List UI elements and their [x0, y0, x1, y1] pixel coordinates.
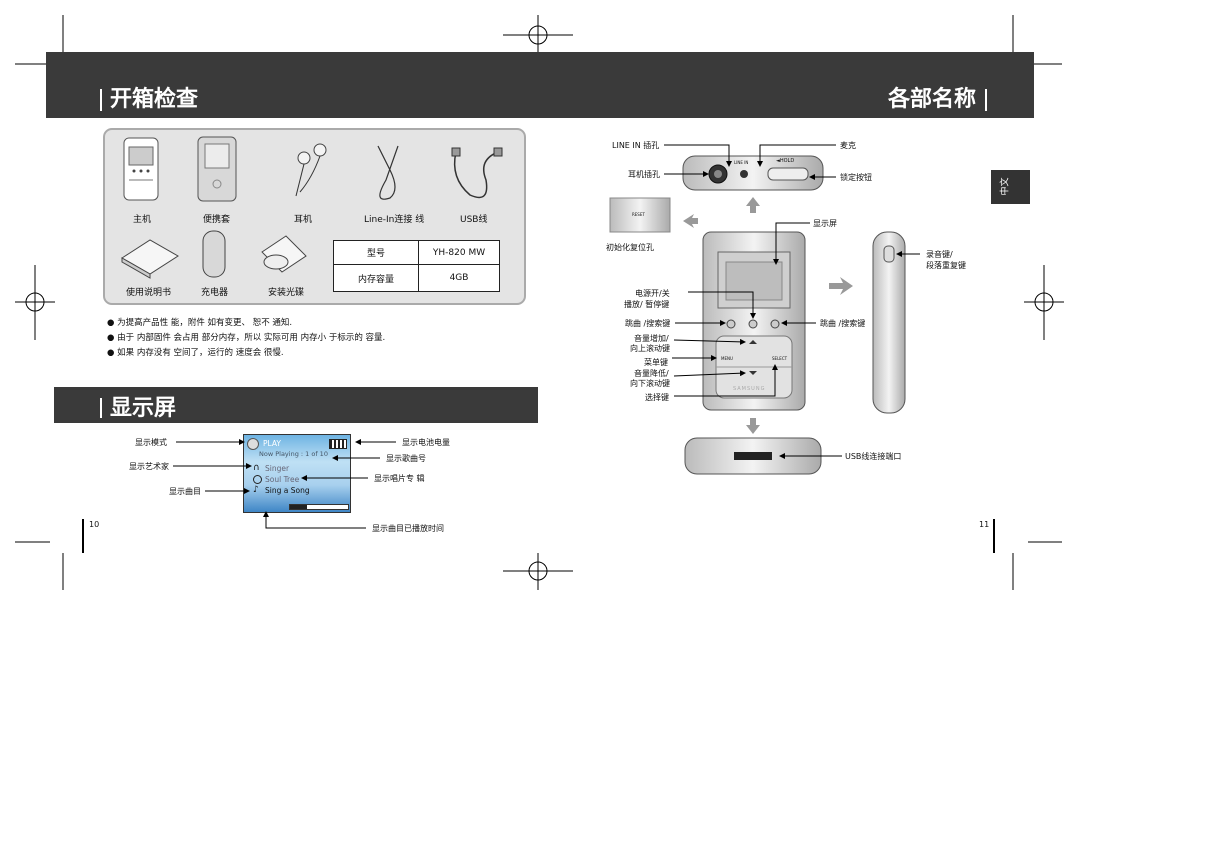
label-menu: 菜单键 [644, 358, 668, 367]
table-row: 型号 YH-820 MW [333, 240, 500, 265]
spec-key: 内存容量 [333, 264, 419, 292]
hold-switch-text: ◄HOLD [776, 158, 795, 164]
note-text: 如果 内存没有 空间了，运行的 速度会 很慢. [117, 348, 284, 358]
brand-logo: SAMSUNG [733, 386, 766, 392]
note-item: ● 如果 内存没有 空间了，运行的 速度会 很慢. [107, 348, 284, 358]
item-label-case: 便携套 [203, 215, 231, 225]
label-select: 选择键 [645, 393, 669, 402]
label-usb-port: USB线连接端口 [845, 452, 902, 461]
display-title-bar [100, 398, 102, 418]
label-play-pause: 播放/ 暂停键 [624, 300, 670, 309]
progress-bar [289, 504, 349, 510]
callout-elapsed: 显示曲目已播放时间 [372, 524, 444, 533]
note-text: 由于 内部固件 会占用 部分内存，所以 实际可用 内存小 于标示的 容量. [117, 333, 386, 343]
label-scroll-down: 向下滚动键 [630, 379, 670, 388]
note-icon: ♪ [253, 485, 259, 495]
song-text: Sing a Song [265, 486, 310, 495]
item-label-earphones: 耳机 [294, 215, 313, 225]
label-record: 录音键/ [926, 250, 953, 259]
label-repeat: 段落重复键 [926, 261, 966, 270]
section-title-unboxing: 开箱检查 [110, 87, 199, 112]
page-rule-right [993, 519, 995, 553]
page-number-right: 11 [979, 520, 990, 529]
now-playing-text: Now Playing : 1 of 10 [259, 450, 328, 458]
label-skip-left: 跳曲 /搜索键 [625, 319, 671, 328]
label-hold: 锁定按钮 [840, 173, 872, 182]
callout-artist: 显示艺术家 [129, 462, 169, 471]
spec-value: 4GB [418, 264, 500, 292]
note-item: ● 为提高产品性 能，附件 如有变更、 恕不 通知. [107, 318, 293, 328]
headphone-icon: ∩ [253, 463, 260, 473]
select-button-text: SELECT [772, 356, 788, 361]
language-tab: 中文 [991, 170, 1030, 204]
item-label-player: 主机 [133, 215, 152, 225]
item-label-line-in-cable: Line-In连接 线 [364, 215, 425, 225]
item-label-usb-cable: USB线 [460, 215, 488, 225]
section-title-display: 显示屏 [110, 396, 177, 421]
cd-icon [247, 438, 259, 450]
label-power: 电源开/关 [635, 289, 670, 298]
label-vol-down: 音量降低/ [634, 369, 669, 378]
title-bar-left [100, 89, 102, 111]
label-reset: 初始化复位孔 [606, 243, 654, 252]
note-text: 为提高产品性 能，附件 如有变更、 恕不 通知. [117, 318, 293, 328]
label-display: 显示屏 [813, 219, 837, 228]
album-icon [253, 475, 262, 484]
progress-fill [290, 505, 308, 509]
lcd-screen: PLAY Now Playing : 1 of 10 ∩ Singer Soul… [243, 434, 351, 513]
page-number-left: 10 [89, 520, 100, 529]
reset-label-text: RESET [632, 212, 645, 217]
mode-text: PLAY [263, 439, 282, 448]
callout-track-number: 显示歌曲号 [386, 454, 426, 463]
line-in-port-text: LINE IN [734, 160, 749, 165]
page-title-parts: 各部名称 [888, 87, 977, 112]
label-mic: 麦克 [840, 141, 856, 150]
page-rule-left [82, 519, 84, 553]
label-line-in: LINE IN 插孔 [612, 141, 660, 150]
label-vol-up: 音量增加/ [634, 334, 669, 343]
note-item: ● 由于 内部固件 会占用 部分内存，所以 实际可用 内存小 于标示的 容量. [107, 333, 386, 343]
spec-value: YH-820 MW [418, 240, 500, 265]
right-banner [538, 52, 1034, 118]
callout-track: 显示曲目 [169, 487, 201, 496]
display-banner [54, 387, 538, 423]
item-label-charger: 充电器 [201, 288, 229, 298]
table-row: 内存容量 4GB [333, 264, 500, 292]
menu-button-text: MENU [721, 356, 733, 361]
callout-album: 显示唱片专 辑 [374, 474, 425, 483]
album-text: Soul Tree [265, 475, 300, 484]
callout-battery: 显示电池电量 [402, 438, 450, 447]
artist-text: Singer [265, 464, 290, 473]
label-skip-right: 跳曲 /搜索键 [820, 319, 866, 328]
left-banner [46, 52, 538, 118]
spec-table: 型号 YH-820 MW 内存容量 4GB [333, 240, 500, 292]
title-bar-right [985, 89, 987, 111]
item-label-cd: 安装光碟 [268, 288, 305, 298]
label-scroll-up: 向上滚动键 [630, 344, 670, 353]
callout-mode: 显示模式 [135, 438, 167, 447]
spec-key: 型号 [333, 240, 419, 265]
battery-icon [329, 439, 347, 449]
item-label-manual: 使用说明书 [126, 288, 172, 298]
label-earphone: 耳机插孔 [628, 170, 660, 179]
